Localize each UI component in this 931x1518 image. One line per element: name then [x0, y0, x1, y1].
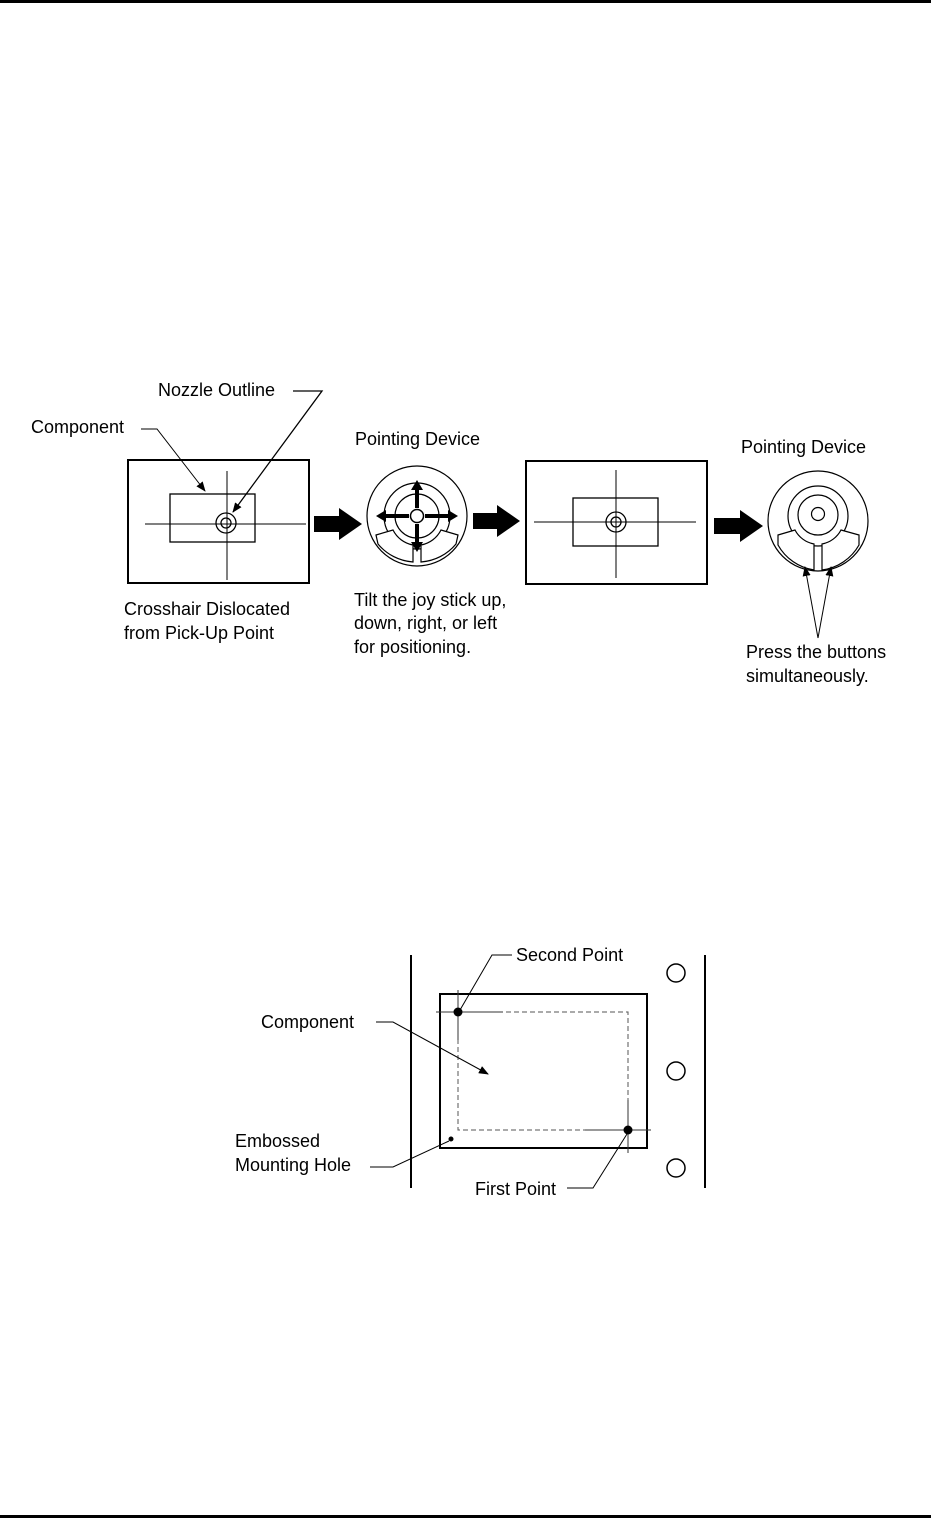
leader-first-point — [567, 1134, 627, 1188]
caption-tilt-line3: for positioning. — [354, 637, 471, 657]
sprocket-hole-icon — [667, 1062, 685, 1080]
label-pointing-device-2: Pointing Device — [741, 437, 866, 457]
label-nozzle-outline: Nozzle Outline — [158, 380, 275, 400]
caption-tilt-line2: down, right, or left — [354, 613, 497, 633]
label-component: Component — [261, 1012, 354, 1032]
flow-arrow-icon — [473, 505, 520, 537]
nozzle-outer-icon — [216, 513, 236, 533]
label-first-point: First Point — [475, 1179, 556, 1199]
pointing-device-buttons-icon — [768, 471, 868, 571]
monitor-frame — [128, 460, 309, 583]
mounting-hole-marker — [449, 1137, 454, 1142]
leader-second-point — [460, 955, 512, 1010]
label-embossed-line1: Embossed — [235, 1131, 320, 1151]
label-component: Component — [31, 417, 124, 437]
caption-press-line1: Press the buttons — [746, 642, 886, 662]
first-point-marker — [624, 1126, 633, 1135]
component-outline — [170, 494, 255, 542]
caption-tilt-line1: Tilt the joy stick up, — [354, 590, 506, 610]
tape-pocket — [440, 994, 647, 1148]
label-embossed-line2: Mounting Hole — [235, 1155, 351, 1175]
sprocket-hole-icon — [667, 1159, 685, 1177]
joystick-device-icon — [367, 466, 467, 566]
label-pointing-device-1: Pointing Device — [355, 429, 480, 449]
figure-2: Second Point Component Embossed Mounting… — [235, 945, 705, 1199]
leader-mounting-hole — [370, 1141, 449, 1167]
figure-1: Nozzle Outline Component Pointing Device… — [31, 380, 886, 686]
point-crosshairs — [436, 990, 651, 1153]
label-second-point: Second Point — [516, 945, 623, 965]
nozzle-inner-icon — [221, 518, 231, 528]
screen-crosshair-dislocated — [128, 460, 309, 583]
caption-press-line2: simultaneously. — [746, 666, 869, 686]
caption-crosshair-line1: Crosshair Dislocated — [124, 599, 290, 619]
screen-crosshair-aligned — [526, 461, 707, 584]
leader-component — [376, 1022, 488, 1074]
press-leaders — [805, 567, 831, 638]
caption-crosshair-line2: from Pick-Up Point — [124, 623, 274, 643]
flow-arrow-icon — [714, 510, 763, 542]
flow-arrow-icon — [314, 508, 362, 540]
sprocket-hole-icon — [667, 964, 685, 982]
